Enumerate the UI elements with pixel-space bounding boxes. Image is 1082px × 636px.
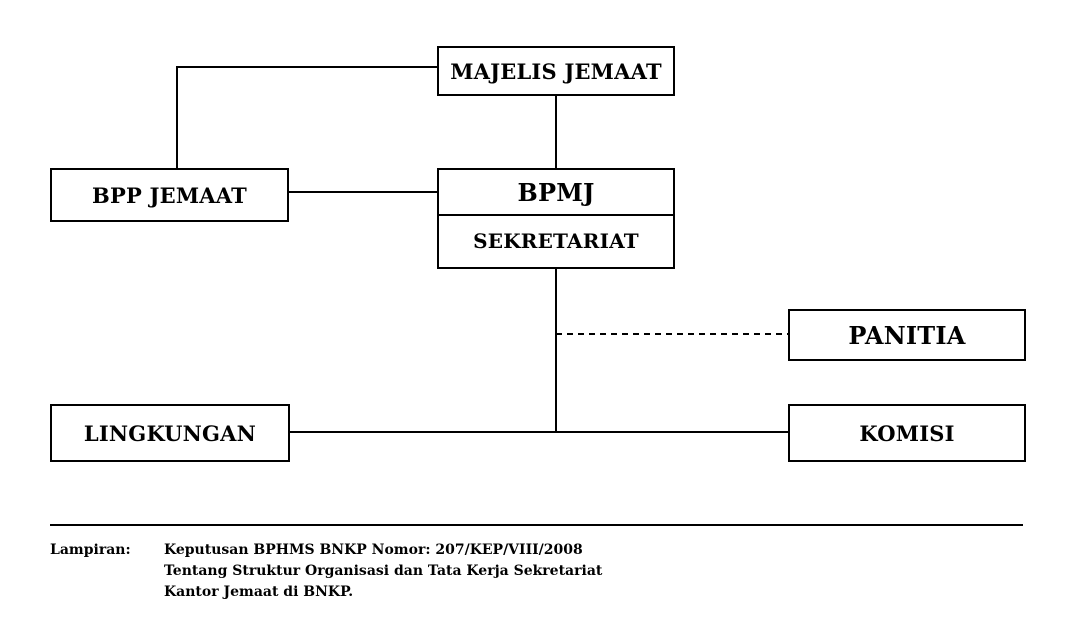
edge-majelis-bpp [176,66,437,168]
node-label: MAJELIS JEMAAT [450,58,662,84]
footer-line: Keputusan BPHMS BNKP Nomor: 207/KEP/VIII… [164,542,583,558]
node-sekretariat: SEKRETARIAT [439,214,673,267]
node-bpmj-header: BPMJ [439,170,673,216]
node-label: KOMISI [859,420,955,446]
node-label: BPP JEMAAT [92,182,247,208]
node-bpmj: BPMJ SEKRETARIAT [437,168,675,269]
node-majelis-jemaat: MAJELIS JEMAAT [437,46,675,96]
node-label: PANITIA [848,320,966,350]
node-bpp-jemaat: BPP JEMAAT [50,168,289,222]
footer-divider [50,524,1023,526]
footer-text: Keputusan BPHMS BNKP Nomor: 207/KEP/VIII… [164,540,602,603]
node-komisi: KOMISI [788,404,1026,462]
node-lingkungan: LINGKUNGAN [50,404,290,462]
footer-line: Kantor Jemaat di BNKP. [164,584,354,600]
node-label: LINGKUNGAN [83,420,257,446]
footer-label: Lampiran: [50,542,131,558]
node-label: SEKRETARIAT [473,228,639,253]
footer-line: Tentang Struktur Organisasi dan Tata Ker… [164,563,603,579]
node-label: BPMJ [517,177,595,207]
node-panitia: PANITIA [788,309,1026,361]
